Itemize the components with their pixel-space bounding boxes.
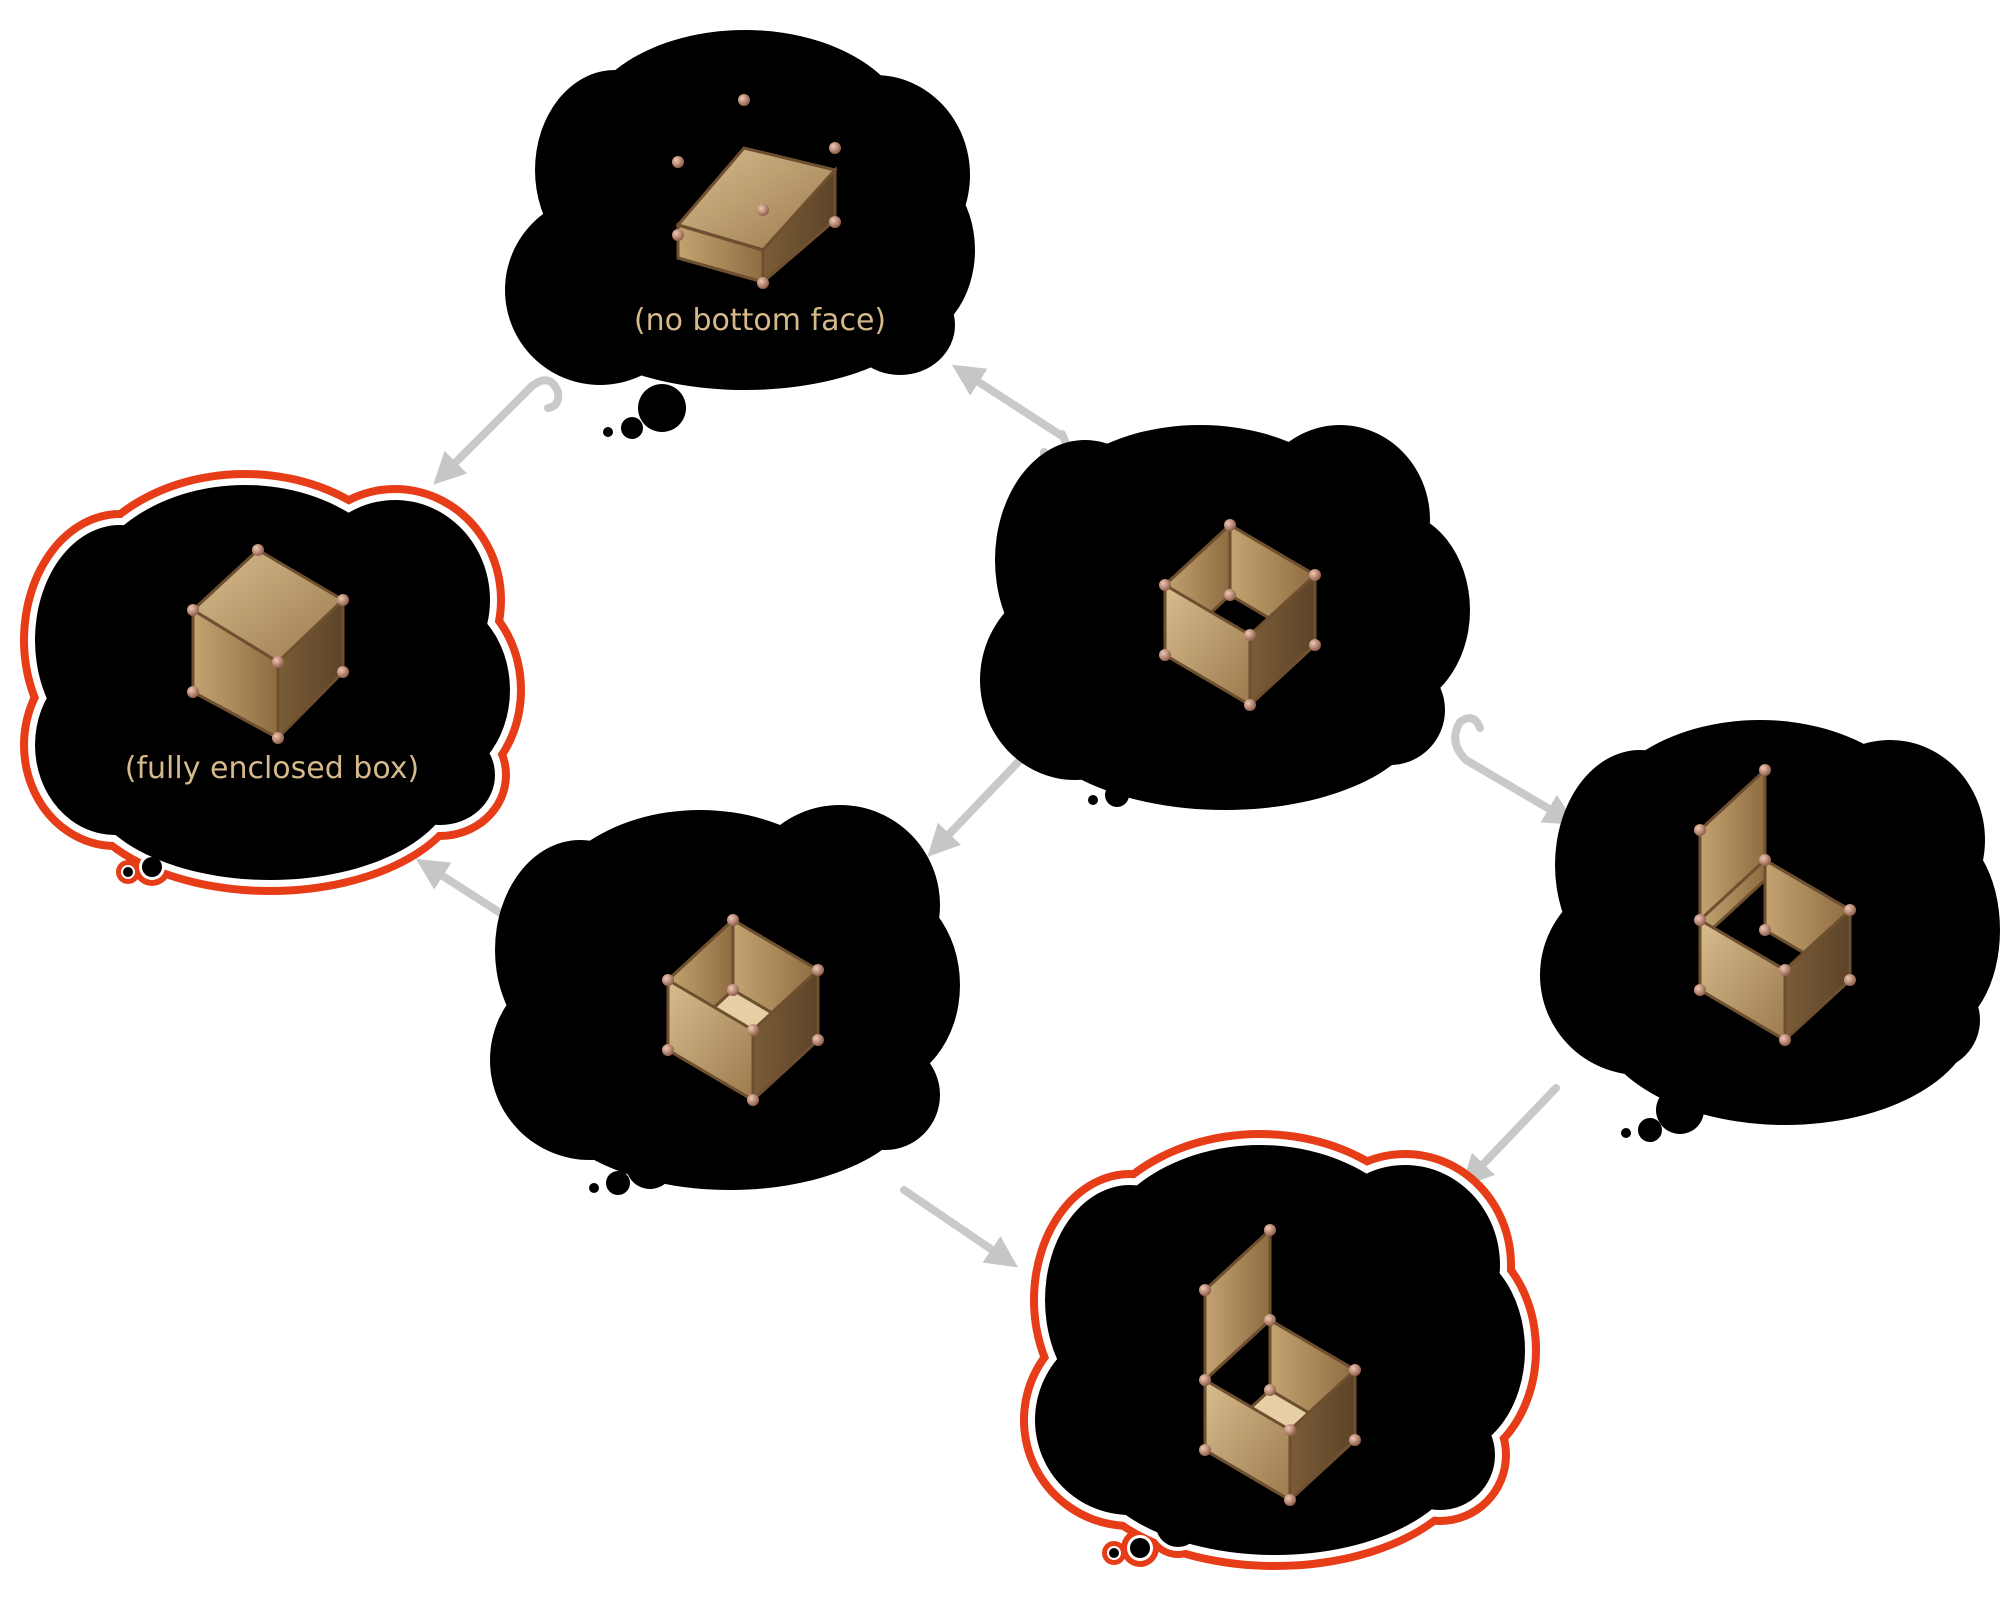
edge-center-to-right <box>1451 714 1577 825</box>
node-right <box>1540 720 2000 1142</box>
node-center <box>980 425 1470 810</box>
node-top: (no bottom face) <box>505 30 975 439</box>
box-vertices <box>1159 519 1321 711</box>
box-icon-no-bottom <box>675 146 838 286</box>
box-vertices <box>1694 764 1856 1046</box>
edge-center-to-middle <box>927 754 1026 857</box>
box-icon-open-top-flap <box>1202 1226 1358 1504</box>
thought-cloud <box>505 30 975 439</box>
node-left: (fully enclosed box) <box>20 470 525 895</box>
box-vertices <box>1199 1224 1361 1506</box>
node-left-caption: (fully enclosed box) <box>125 751 420 786</box>
thought-cloud <box>980 425 1470 810</box>
edges <box>415 364 1577 1268</box>
box-icon-raised-flap <box>1697 766 1853 1044</box>
box-icon-open-top-bottom <box>1162 521 1318 709</box>
node-top-caption: (no bottom face) <box>634 303 886 338</box>
node-middle <box>490 805 960 1195</box>
edge-top-to-left <box>433 376 563 485</box>
box-vertices <box>187 544 349 744</box>
node-bottom <box>1020 1130 1540 1570</box>
edge-right-to-bottom <box>1461 1084 1560 1187</box>
box-vertices <box>672 94 841 289</box>
edge-middle-to-bottom <box>900 1186 1018 1268</box>
box-vertices <box>662 914 824 1106</box>
